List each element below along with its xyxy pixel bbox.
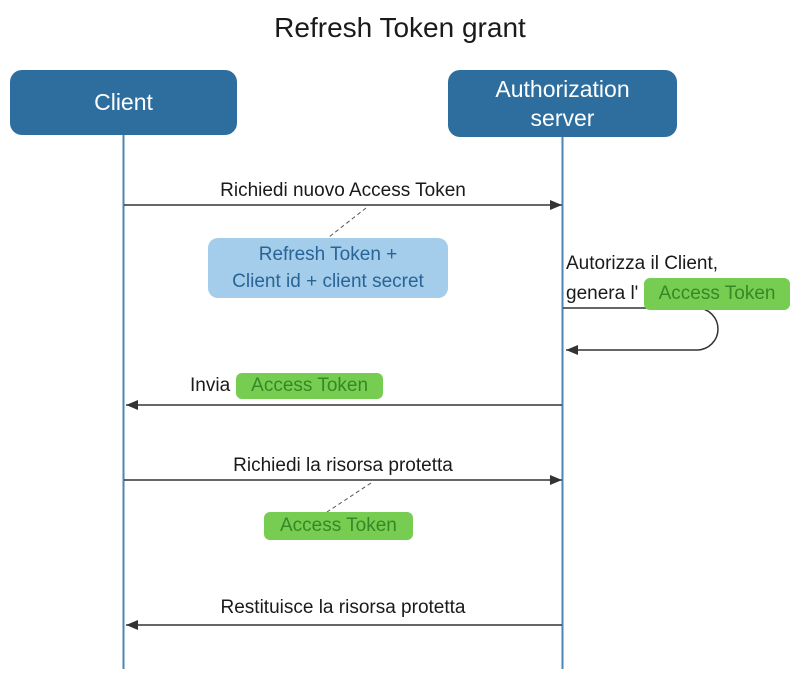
note-line2: Client id + client secret — [232, 271, 424, 292]
diagram-title: Refresh Token grant — [274, 12, 526, 43]
access-token-badge-request: Access Token — [264, 512, 413, 540]
note-refresh-token: Refresh Token + Client id + client secre… — [208, 238, 448, 298]
actor-authorization-server-label: Authorization server — [495, 75, 630, 131]
message-request-resource: Richiedi la risorsa protetta — [233, 455, 453, 476]
message-send-access-token: Invia Access Token — [190, 373, 384, 399]
message-return-resource: Restituisce la risorsa protetta — [220, 597, 466, 618]
dashed-connector-access-token — [326, 482, 372, 513]
arrow-self-authorize-loop — [563, 307, 719, 355]
actor-client: Client — [10, 70, 237, 135]
actor-authorization-server: Authorization server — [448, 70, 677, 137]
access-token-badge-authorize: Access Token — [643, 278, 791, 310]
send-prefix: Invia — [190, 375, 231, 396]
authorize-line2-prefix: genera l' — [566, 283, 639, 304]
actor-client-label: Client — [94, 89, 153, 115]
access-token-badge-send: Access Token — [236, 373, 384, 399]
message-request-new-token: Richiedi nuovo Access Token — [220, 180, 466, 201]
note-line1: Refresh Token + — [258, 244, 398, 265]
message-authorize-client: Autorizza il Client, genera l' Access To… — [566, 250, 791, 310]
authorize-line1: Autorizza il Client, — [566, 253, 719, 274]
dashed-connector-note — [328, 207, 367, 238]
